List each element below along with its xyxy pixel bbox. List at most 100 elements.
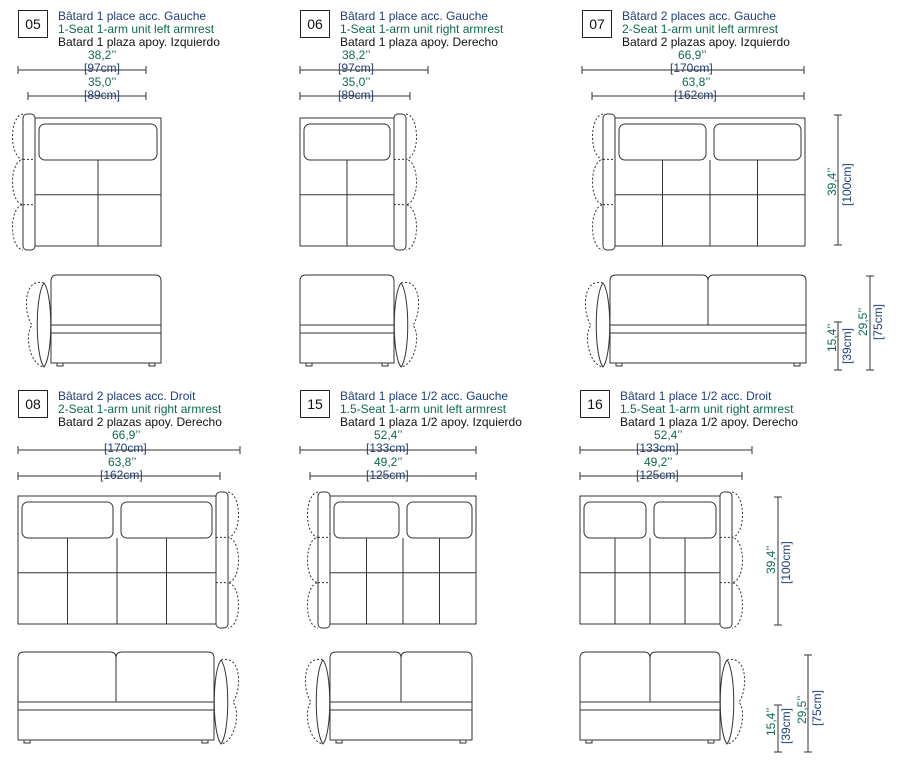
title-french: Bâtard 2 places acc. Droit: [58, 389, 196, 403]
armrest-top: [317, 491, 331, 629]
sofa-base: [579, 709, 721, 741]
seat-width-centimeters: [89cm]: [338, 88, 375, 102]
armrest-outline: [307, 491, 319, 629]
seat-width-centimeters: [162cm]: [674, 88, 717, 102]
seat-width-centimeters: [89cm]: [84, 88, 121, 102]
back-cushion-front: [649, 651, 721, 702]
module-07: 07 Bâtard 2 places acc. Gauche 2-Seat 1-…: [581, 9, 872, 395]
armrest-top: [215, 491, 229, 629]
module-08: 08 Bâtard 2 places acc. Droit 2-Seat 1-a…: [17, 389, 308, 775]
armrest-front: [393, 282, 409, 368]
width-inches: 38,2’’: [88, 48, 117, 62]
armrest-outline-front: [304, 659, 324, 745]
armrest-top: [393, 113, 407, 251]
sofa-foot: [335, 739, 343, 744]
width-centimeters: [170cm]: [670, 61, 713, 75]
sofa-foot: [305, 362, 313, 367]
module-drawing: [12, 66, 162, 368]
width-centimeters: [97cm]: [84, 61, 121, 75]
sofa-foot: [707, 739, 715, 744]
title-spanish: Batard 2 plazas apoy. Izquierdo: [622, 35, 790, 49]
armrest-front: [213, 659, 229, 745]
title-english: 1.5-Seat 1-arm unit left armrest: [340, 402, 507, 416]
module-code: 05: [18, 10, 48, 38]
title-spanish: Batard 2 plazas apoy. Derecho: [58, 415, 222, 429]
sofa-foot: [381, 362, 389, 367]
module-16: 16 Bâtard 1 place 1/2 acc. Droit 1.5-Sea…: [579, 389, 870, 775]
width-centimeters: [170cm]: [104, 441, 147, 455]
module-code: 06: [300, 10, 330, 38]
seat-width-centimeters: [162cm]: [100, 468, 143, 482]
title-english: 1-Seat 1-arm unit right armrest: [340, 22, 504, 36]
title-french: Bâtard 1 place acc. Gauche: [58, 9, 207, 23]
back-cushion-front: [609, 274, 709, 325]
module-code: 08: [18, 390, 48, 418]
armrest-outline: [227, 491, 239, 629]
width-inches: 52,4’’: [654, 428, 683, 442]
armrest-outline-front: [400, 282, 420, 368]
module-05: 05 Bâtard 1 place acc. Gauche 1-Seat 1-a…: [12, 9, 308, 395]
armrest-top: [602, 113, 616, 251]
module-drawing: [581, 66, 807, 368]
sofa-base: [17, 709, 215, 741]
module-drawing: [17, 446, 241, 745]
title-english: 1-Seat 1-arm unit left armrest: [58, 22, 215, 36]
sofa-foot: [615, 362, 623, 367]
sofa-foot: [793, 362, 801, 367]
title-french: Bâtard 1 place acc. Gauche: [340, 9, 489, 23]
sofa-foot: [585, 739, 593, 744]
armrest-outline: [731, 491, 743, 629]
sofa-foot: [459, 739, 467, 744]
seat-width-centimeters: [125cm]: [366, 468, 409, 482]
title-spanish: Batard 1 plaza 1/2 apoy. Izquierdo: [340, 415, 522, 429]
armrest-front: [719, 659, 735, 745]
sofa-base: [609, 332, 807, 364]
width-centimeters: [133cm]: [366, 441, 409, 455]
title-english: 1.5-Seat 1-arm unit right armrest: [620, 402, 794, 416]
armrest-outline: [405, 113, 417, 251]
back-cushion-front: [400, 651, 473, 702]
title-french: Bâtard 1 place 1/2 acc. Droit: [620, 389, 772, 403]
module-drawing: [579, 446, 753, 745]
sofa-base: [329, 709, 473, 741]
back-cushion-front: [329, 651, 402, 702]
sofa-base: [50, 332, 162, 364]
back-cushion-front: [50, 274, 162, 325]
seat-width-inches: 49,2’’: [644, 455, 673, 469]
module-drawing: [299, 66, 429, 368]
module-drawing: [299, 446, 477, 745]
sofa-foot: [201, 739, 209, 744]
title-english: 2-Seat 1-arm unit left armrest: [622, 22, 779, 36]
armrest-outline-front: [584, 282, 604, 368]
title-spanish: Batard 1 plaza apoy. Derecho: [340, 35, 498, 49]
armrest-outline-front: [726, 659, 746, 745]
armrest-front: [315, 659, 331, 745]
back-cushion-front: [707, 274, 807, 325]
title-spanish: Batard 1 plaza apoy. Izquierdo: [58, 35, 220, 49]
width-centimeters: [133cm]: [636, 441, 679, 455]
back-cushion-front: [17, 651, 117, 702]
module-code: 16: [580, 390, 610, 418]
title-french: Bâtard 2 places acc. Gauche: [622, 9, 777, 23]
width-inches: 66,9’’: [678, 48, 707, 62]
armrest-outline: [12, 113, 24, 251]
back-cushion-front: [299, 274, 395, 325]
back-cushion-front: [115, 651, 215, 702]
armrest-front: [595, 282, 611, 368]
module-06: 06 Bâtard 1 place acc. Gauche 1-Seat 1-a…: [299, 9, 590, 395]
armrest-front: [36, 282, 52, 368]
title-french: Bâtard 1 place 1/2 acc. Gauche: [340, 389, 509, 403]
armrest-outline-front: [220, 659, 240, 745]
armrest-top: [22, 113, 36, 251]
back-cushion-front: [579, 651, 651, 702]
sofa-foot: [56, 362, 64, 367]
module-code: 15: [300, 390, 330, 418]
width-inches: 52,4’’: [374, 428, 403, 442]
width-inches: 66,9’’: [112, 428, 141, 442]
sofa-foot: [23, 739, 31, 744]
seat-width-inches: 49,2’’: [374, 455, 403, 469]
module-15: 15 Bâtard 1 place 1/2 acc. Gauche 1.5-Se…: [299, 389, 590, 775]
sofa-base: [299, 332, 395, 364]
